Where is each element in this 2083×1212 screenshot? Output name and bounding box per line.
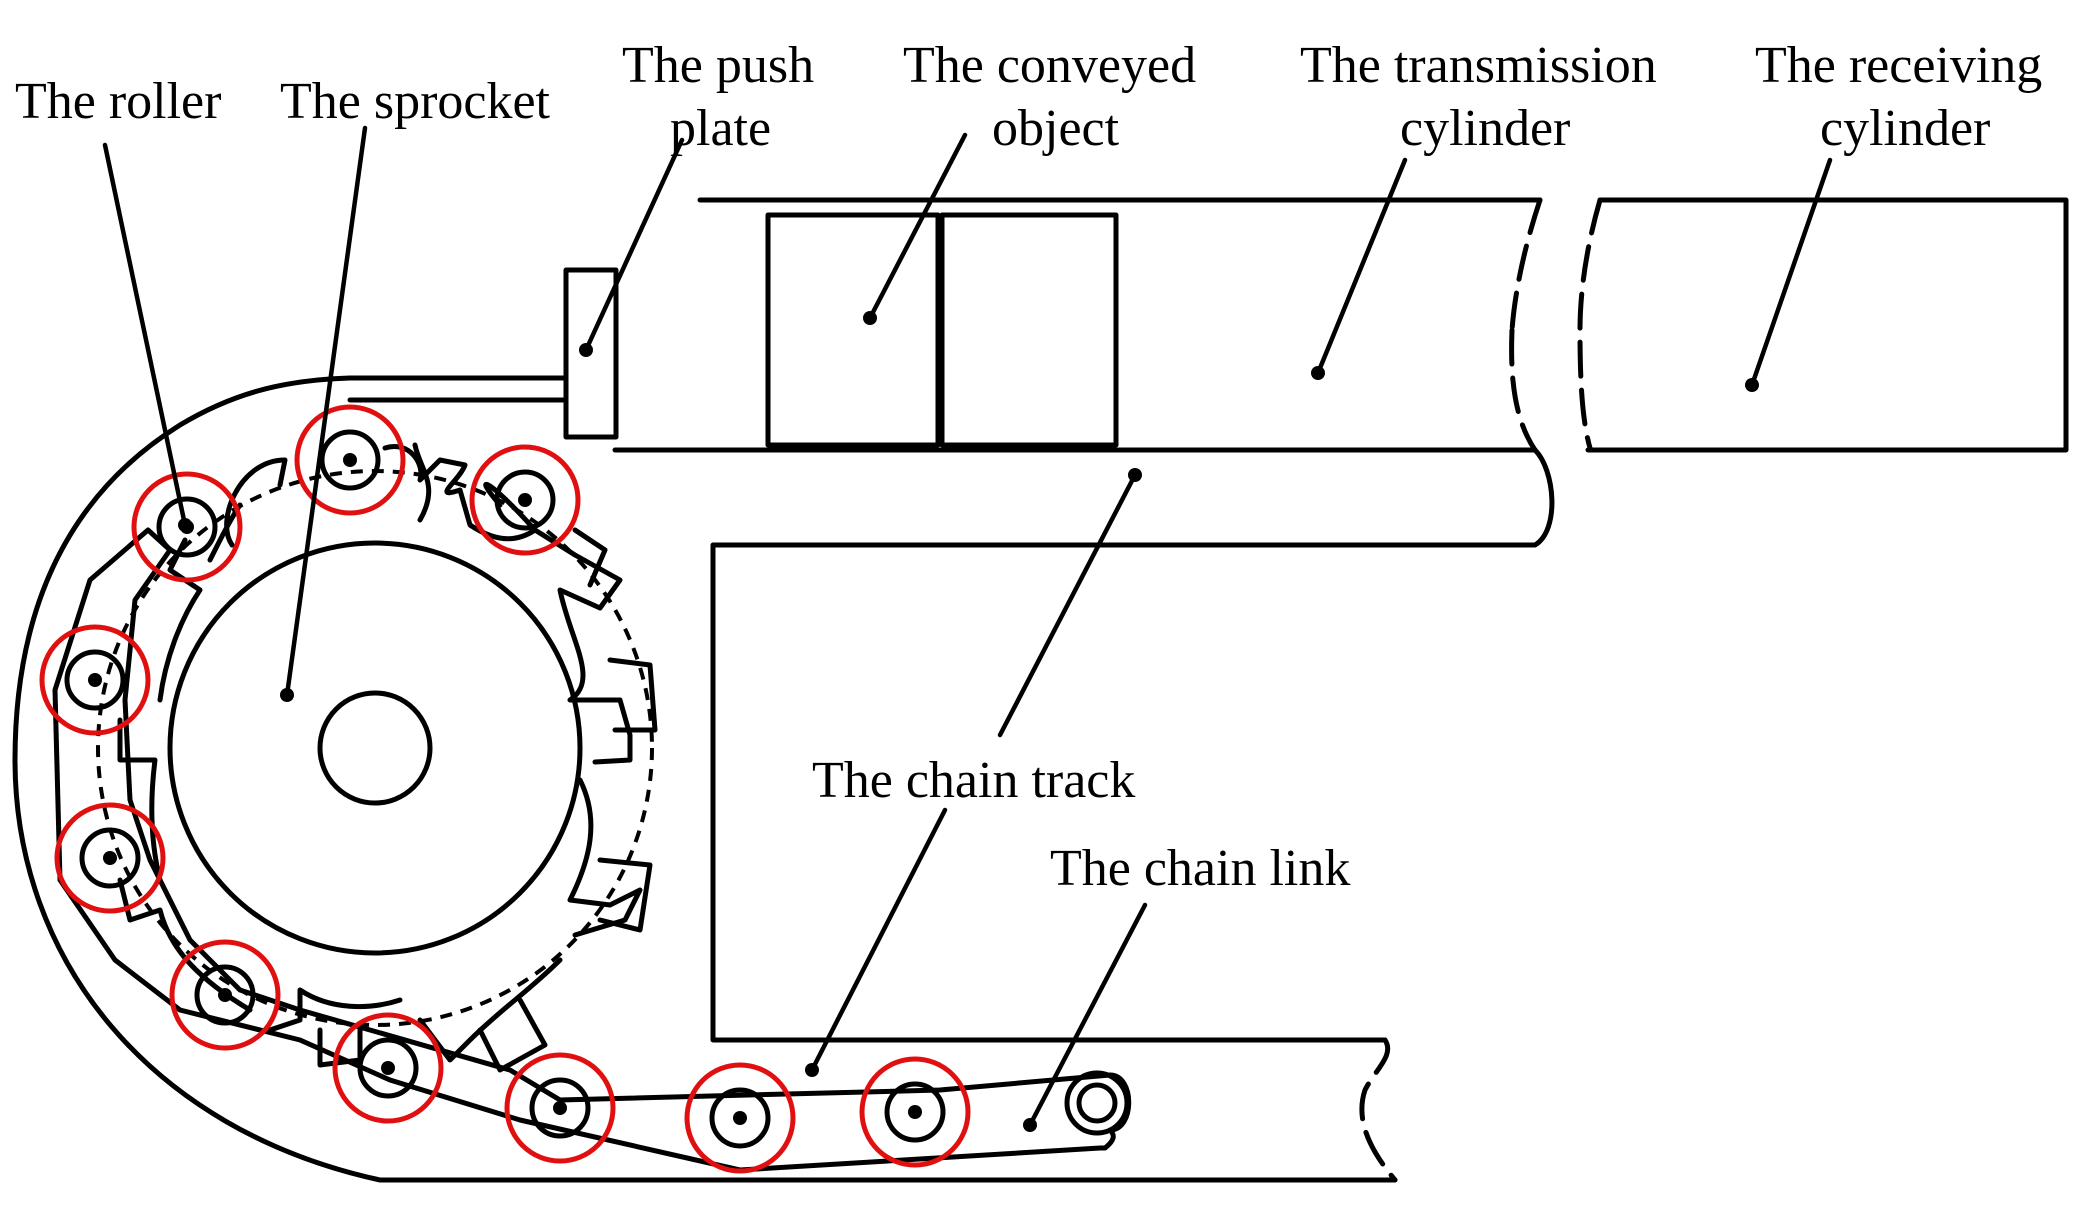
label-conveyed-line2: object <box>992 100 1120 157</box>
labels: The roller The sprocket The push plate T… <box>15 37 2042 897</box>
label-receiving-line2: cylinder <box>1820 100 1990 157</box>
label-receiving-line1: The receiving <box>1755 37 2042 94</box>
roller-9 <box>684 1062 796 1174</box>
label-push-plate-line2: plate <box>670 100 771 157</box>
rollers <box>39 404 971 1174</box>
label-push-plate-line1: The push <box>622 37 814 94</box>
label-chain-link: The chain link <box>1050 840 1350 897</box>
roller-8 <box>504 1052 616 1164</box>
leader-chain-track-upper <box>997 472 1138 738</box>
label-conveyed-line1: The conveyed <box>903 37 1196 94</box>
label-transmission-line2: cylinder <box>1400 100 1570 157</box>
label-sprocket: The sprocket <box>280 73 551 130</box>
roller-2 <box>469 444 581 556</box>
conveyed-object <box>765 212 1119 448</box>
roller-1 <box>294 404 406 516</box>
roller-7 <box>332 1012 444 1124</box>
label-roller: The roller <box>15 73 221 130</box>
leader-receiving-cylinder <box>1749 157 1833 388</box>
roller-10 <box>859 1056 971 1168</box>
leader-push-plate <box>583 137 685 353</box>
transmission-cylinder <box>612 197 1543 453</box>
roller-4 <box>39 624 151 736</box>
sprocket <box>117 442 658 1073</box>
push-plate <box>347 267 619 440</box>
chain-track <box>12 375 1555 1183</box>
leader-conveyed-object <box>867 132 968 321</box>
leaders <box>102 125 1833 1132</box>
label-transmission-line1: The transmission <box>1300 37 1657 94</box>
roller-5 <box>54 802 166 914</box>
label-chain-track: The chain track <box>812 752 1135 809</box>
leader-chain-track-lower <box>809 807 948 1073</box>
leader-sprocket <box>284 125 368 698</box>
receiving-cylinder <box>1577 197 2069 453</box>
leader-transmission-cylinder <box>1315 157 1408 376</box>
leader-roller <box>102 142 188 528</box>
leader-chain-link <box>1027 902 1148 1128</box>
roller-6 <box>169 939 281 1051</box>
chain-link <box>52 527 1132 1173</box>
